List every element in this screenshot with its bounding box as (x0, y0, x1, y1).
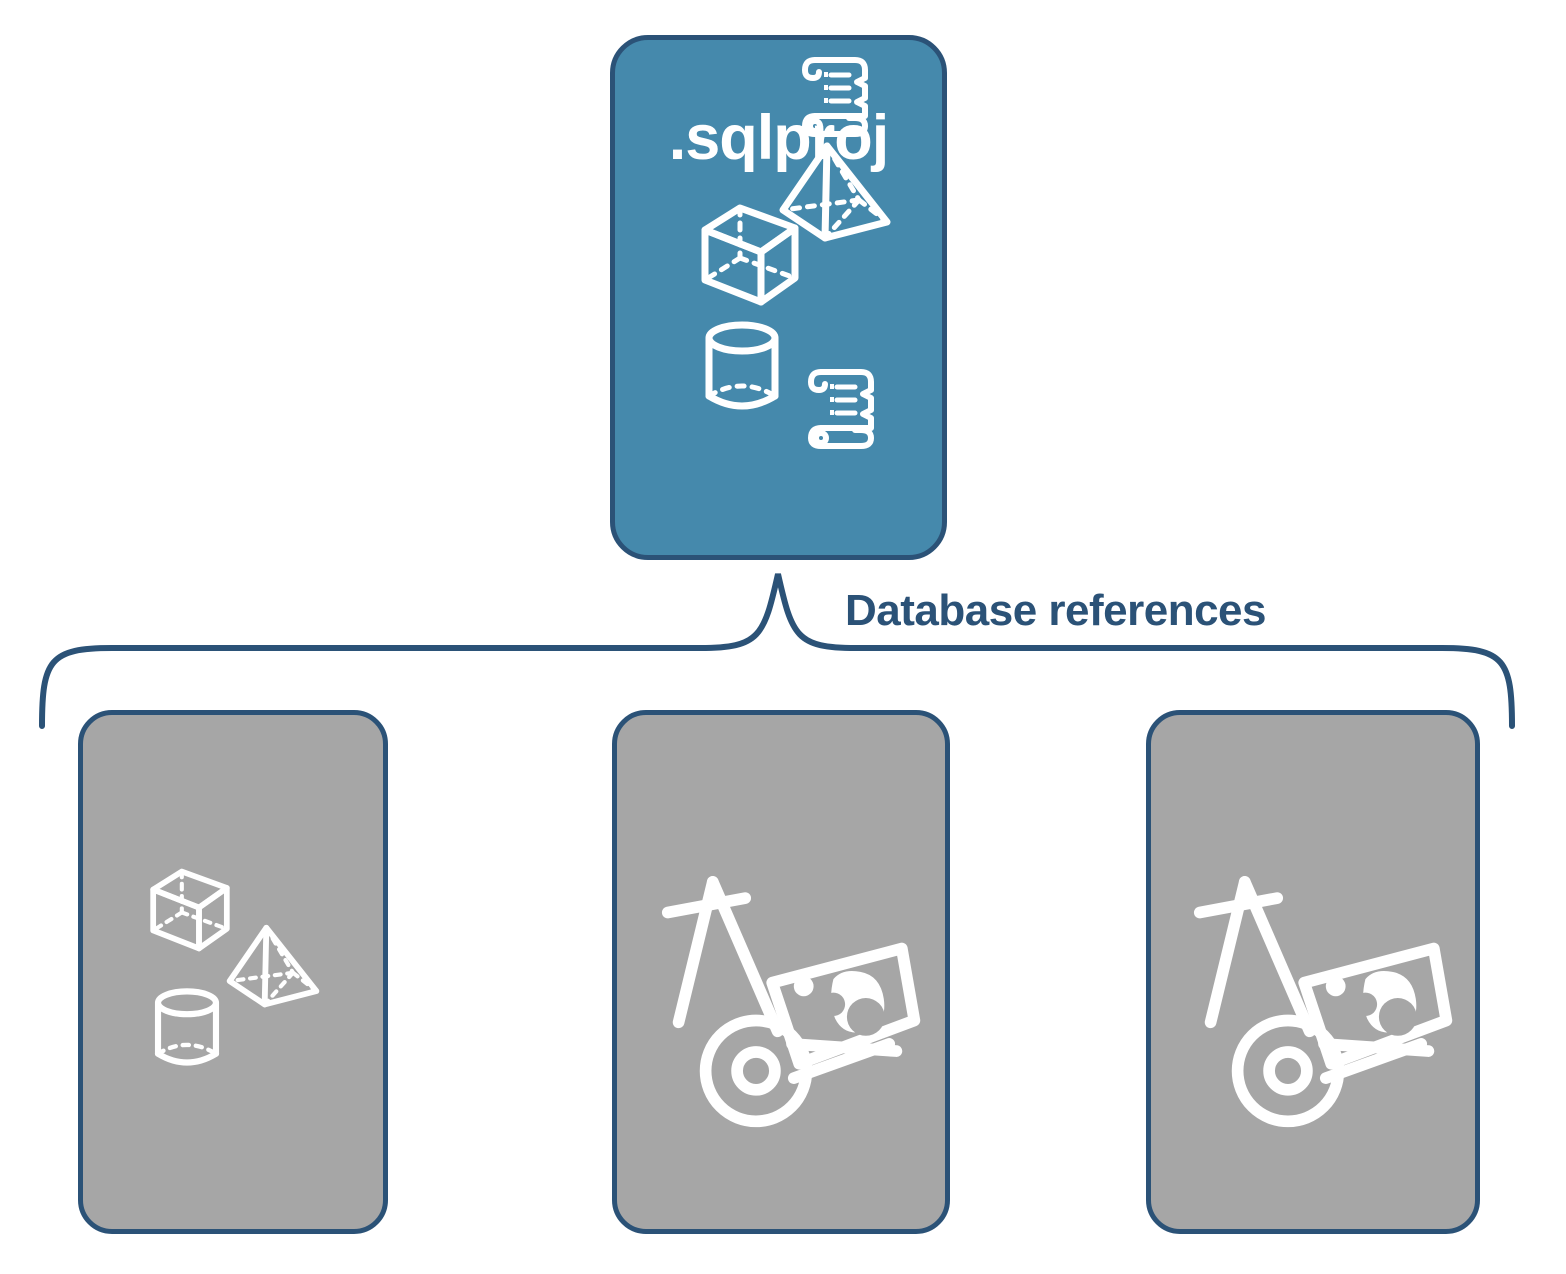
node-sqlproj-child[interactable]: .sqlproj (78, 710, 388, 1234)
brace-label: Database references (845, 586, 1266, 635)
node-sqlproj-root[interactable]: .sqlproj (610, 35, 947, 560)
node-root-label: .sqlproj (668, 103, 890, 173)
pyramid-wireframe-icon (226, 924, 320, 1008)
child-2-icon-group (1151, 715, 1475, 1229)
cylinder-wireframe-icon (154, 988, 220, 1066)
cube-wireframe-icon (150, 868, 230, 952)
node-nupkg-child-1[interactable]: .nupkg (612, 710, 950, 1234)
child-0-icon-group (83, 715, 383, 1229)
database-references-brace (39, 573, 1515, 729)
child-1-icon-group (617, 715, 945, 1229)
cylinder-wireframe-icon (705, 321, 779, 410)
hand-truck-package-icon (661, 876, 921, 1128)
scroll-script-icon (808, 369, 874, 449)
node-nupkg-child-2[interactable]: .nupkg (1146, 710, 1480, 1234)
hand-truck-package-icon (1193, 876, 1453, 1128)
cube-wireframe-icon (701, 204, 799, 306)
